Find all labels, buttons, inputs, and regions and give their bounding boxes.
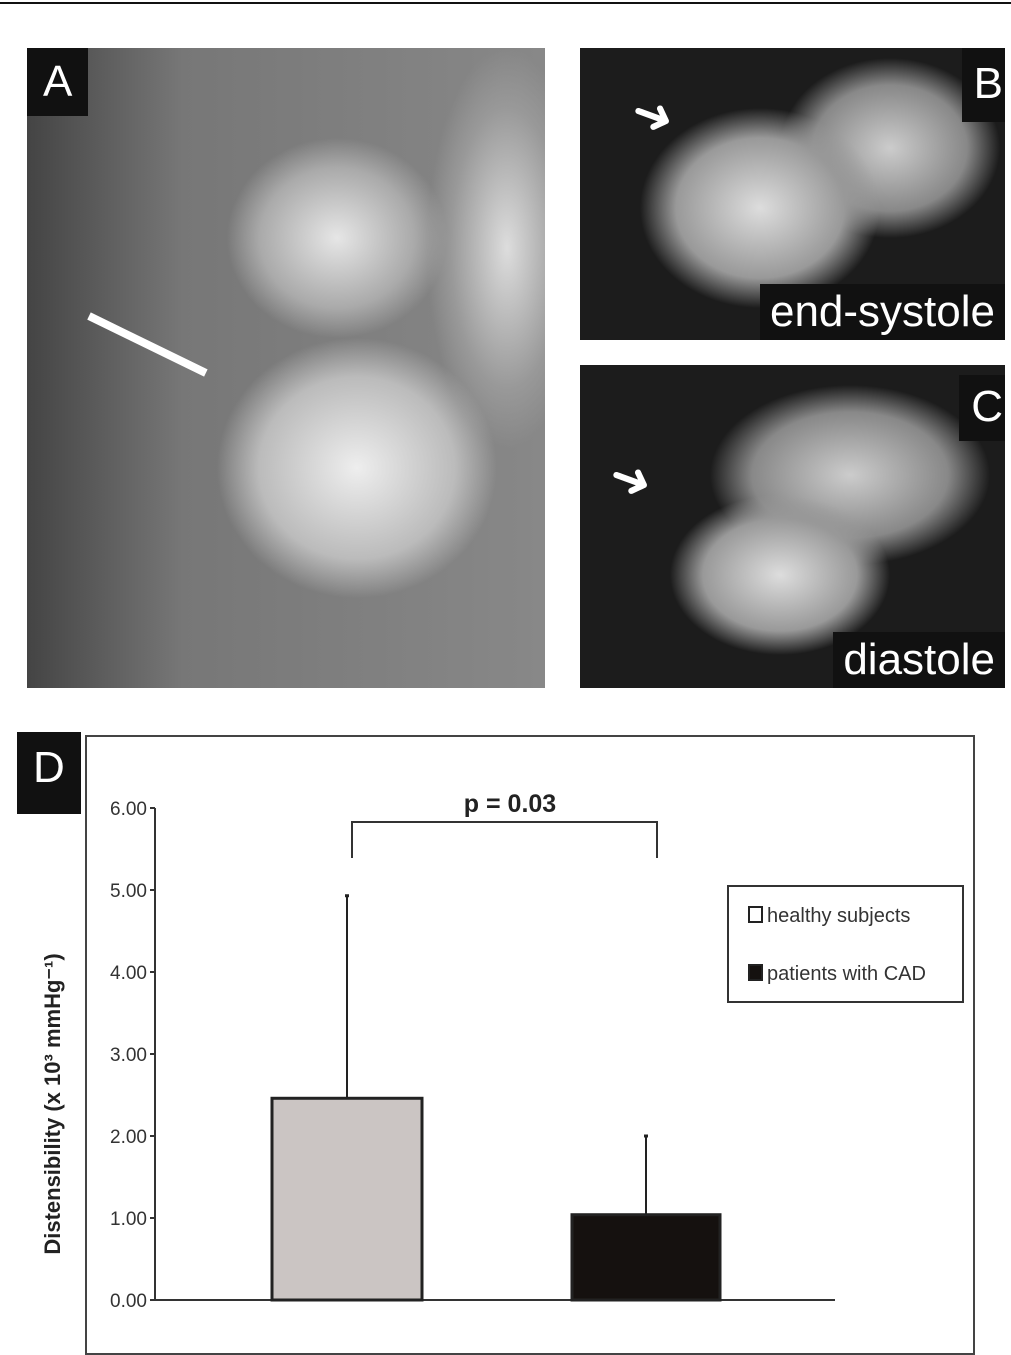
panel-c-image: C ➜ diastole (580, 365, 1005, 688)
panel-c-label: C (959, 375, 1005, 441)
y-axis-label: Distensibility (x 10³ mmHg⁻¹) (40, 953, 65, 1254)
end-systole-caption: end-systole (759, 284, 1005, 340)
legend-box (727, 885, 964, 1003)
legend-label-0: healthy subjects (767, 905, 910, 927)
y-tick-label: 6.00 (110, 799, 147, 820)
panel-b-image: B ➜ end-systole (580, 48, 1005, 340)
diastole-caption: diastole (833, 632, 1005, 688)
legend-swatch-1 (748, 964, 763, 981)
top-rule (0, 2, 1011, 4)
legend-swatch-0 (748, 906, 763, 923)
y-tick-label: 0.00 (110, 1291, 147, 1312)
bar-0 (270, 1096, 424, 1302)
panel-a-image: A (27, 48, 545, 688)
p-value-annotation: p = 0.03 (464, 790, 556, 818)
significance-bracket (351, 821, 658, 858)
panel-a-label: A (27, 48, 89, 116)
y-tick-label: 3.00 (110, 1045, 147, 1066)
panel-d-label: D (17, 732, 81, 814)
y-tick-label: 1.00 (110, 1209, 147, 1230)
bar-1 (570, 1213, 722, 1302)
y-tick-label: 5.00 (110, 881, 147, 902)
y-tick-label: 2.00 (110, 1127, 147, 1148)
legend-label-1: patients with CAD (767, 963, 926, 985)
panel-b-label: B (961, 48, 1005, 122)
y-tick-label: 4.00 (110, 963, 147, 984)
